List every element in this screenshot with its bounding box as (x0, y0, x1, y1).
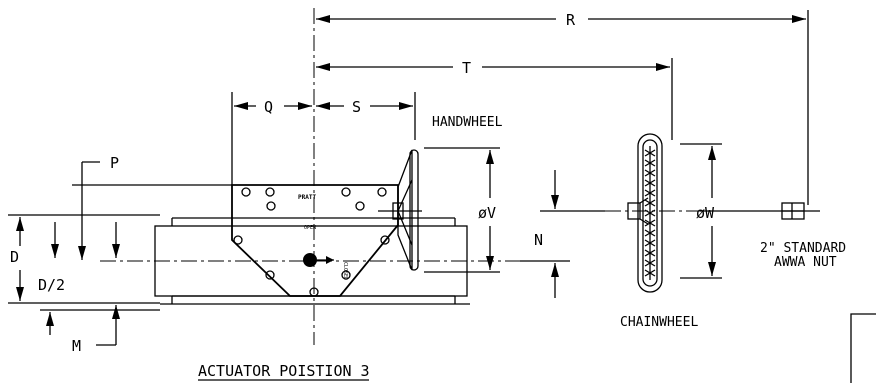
dimension-r: R (316, 11, 806, 29)
brand-label: PRATT (298, 194, 316, 201)
chain-links (644, 146, 656, 280)
drawing-title: ACTUATOR POISTION 3 (198, 362, 370, 381)
actuator-body: PRATT OPEN CLOSED (154, 184, 470, 305)
dimension-w-label: øW (696, 204, 715, 222)
dimension-m-label: M (72, 337, 81, 355)
dimension-n: N (520, 170, 605, 298)
dimension-d-label: D (10, 248, 19, 266)
dimension-v: øV (424, 147, 500, 273)
title-block-border (850, 313, 876, 383)
dimension-v-label: øV (478, 204, 496, 222)
chainwheel-label: CHAINWHEEL (620, 315, 698, 330)
bolt-holes (233, 187, 390, 297)
closed-label: CLOSED (342, 262, 348, 280)
dimension-m: M (40, 305, 160, 355)
awwa-nut: 2" STANDARD AWWA NUT (700, 202, 846, 270)
position-indicator-icon (303, 253, 317, 267)
handwheel-label: HANDWHEEL (432, 115, 503, 130)
dimension-s-label: S (352, 98, 361, 116)
chainwheel: CHAINWHEEL (605, 133, 700, 330)
gear-housing (231, 184, 399, 297)
handwheel (378, 149, 422, 271)
dimension-q: Q (234, 98, 312, 116)
nut-label-line2: AWWA NUT (774, 255, 837, 270)
dimension-p: P (72, 154, 232, 260)
dimension-w: øW (680, 143, 722, 279)
dimension-n-label: N (534, 231, 543, 249)
dimension-r-label: R (566, 11, 576, 29)
open-label: OPEN (304, 225, 316, 231)
dimension-d-half-label: D/2 (38, 276, 65, 294)
dimension-s: S (316, 98, 413, 116)
dimension-t-label: T (462, 59, 471, 77)
dimension-q-label: Q (264, 98, 273, 116)
dimension-d: D (8, 214, 160, 304)
dimension-t: T (316, 59, 670, 77)
dimension-p-label: P (110, 154, 119, 172)
nut-label-line1: 2" STANDARD (760, 241, 846, 256)
dimension-d-half: D/2 (38, 222, 120, 294)
drawing-title-text: ACTUATOR POISTION 3 (198, 362, 370, 380)
